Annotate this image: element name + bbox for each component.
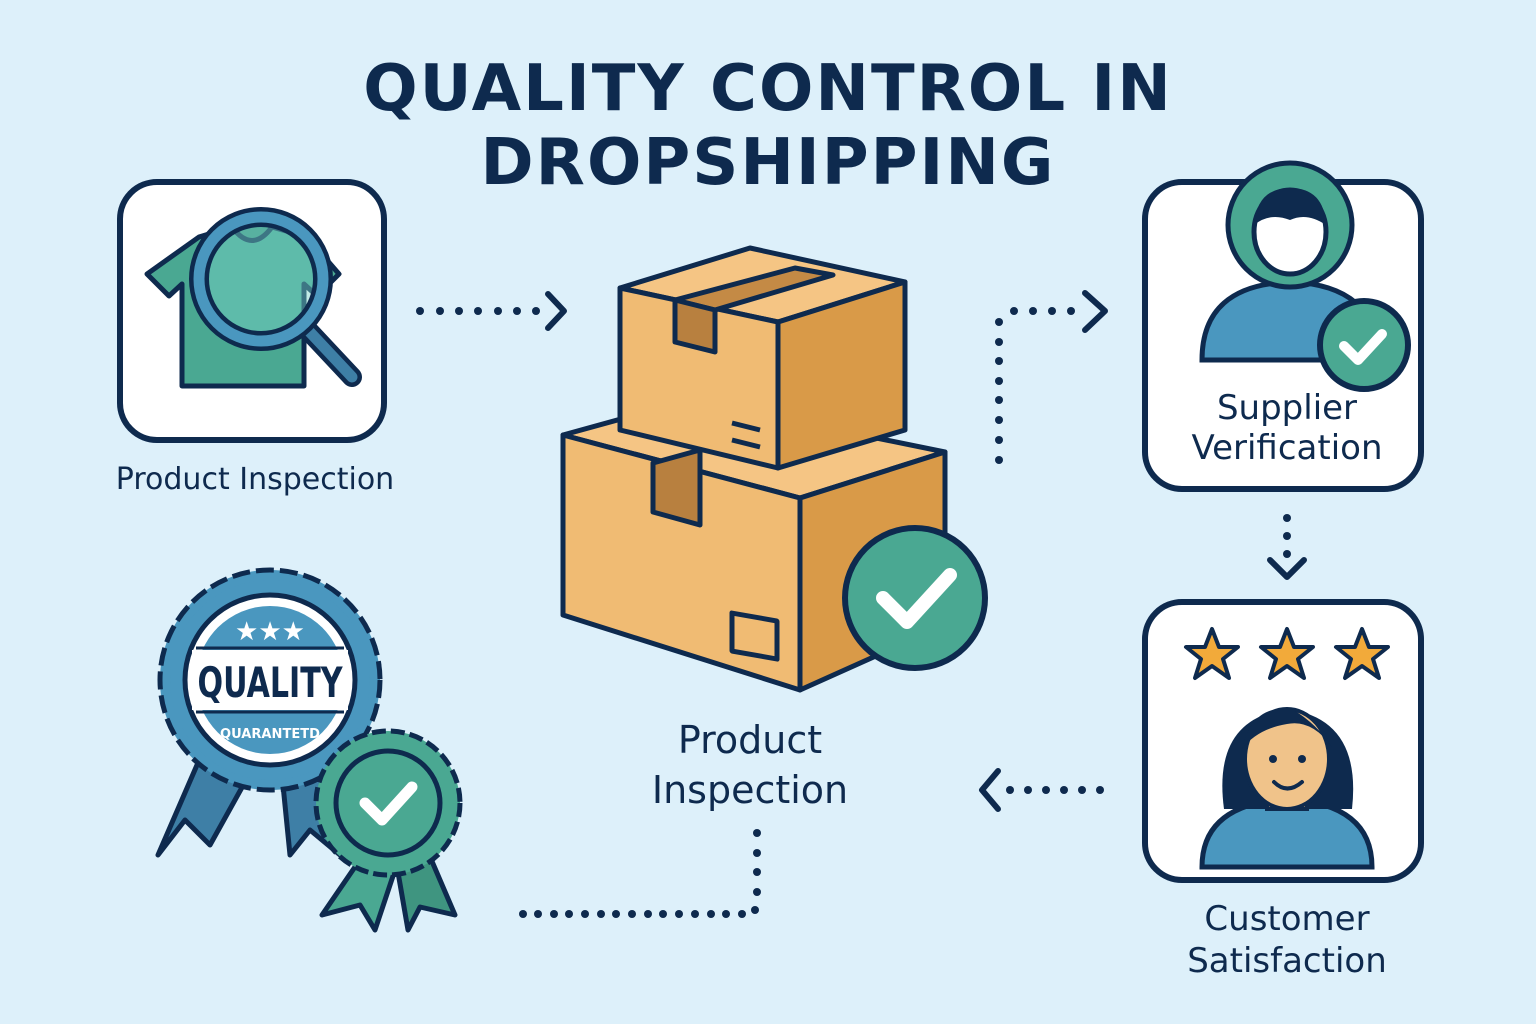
star-icon (1334, 627, 1390, 680)
product-inspection-label: Product Inspection (115, 462, 395, 497)
badge-subtext: QUARANTETD (220, 727, 320, 742)
dotted-arrow-right-1 (416, 291, 567, 331)
dotted-arrow-up-right (995, 290, 1108, 464)
dotted-arrow-left (979, 768, 1104, 812)
center-label-line-2: Inspection (651, 768, 849, 812)
customer-stars-icon (1184, 627, 1390, 870)
center-label-line-1: Product (677, 718, 823, 762)
tshirt-magnifier-icon (144, 207, 362, 389)
supplier-verification-label: Supplier Verification (1142, 388, 1432, 468)
page-title: QUALITY CONTROL IN DROPSHIPPING (0, 52, 1536, 200)
product-inspection-card (117, 179, 387, 443)
supplier-label-line-1: Supplier (1216, 388, 1358, 428)
user-check-icon (1199, 160, 1411, 392)
badge-stars: ★★★ (235, 617, 305, 647)
dotted-arrow-down (1267, 514, 1307, 580)
customer-label-line-2: Satisfaction (1187, 941, 1387, 981)
quality-ribbon-icon: ★★★ QUALITY QUARANTETD (155, 567, 463, 933)
title-line-1: QUALITY CONTROL IN (363, 52, 1173, 126)
dotted-connector-down-left (519, 829, 761, 918)
title-line-2: DROPSHIPPING (480, 126, 1056, 200)
boxes-check-icon (560, 245, 988, 693)
badge-text: QUALITY (198, 658, 343, 707)
customer-satisfaction-label: Customer Satisfaction (1142, 898, 1432, 982)
supplier-label-line-2: Verification (1191, 428, 1383, 468)
star-icon (1259, 627, 1315, 680)
customer-label-line-1: Customer (1204, 899, 1370, 939)
star-icon (1184, 627, 1240, 680)
center-label: Product Inspection (600, 715, 900, 815)
